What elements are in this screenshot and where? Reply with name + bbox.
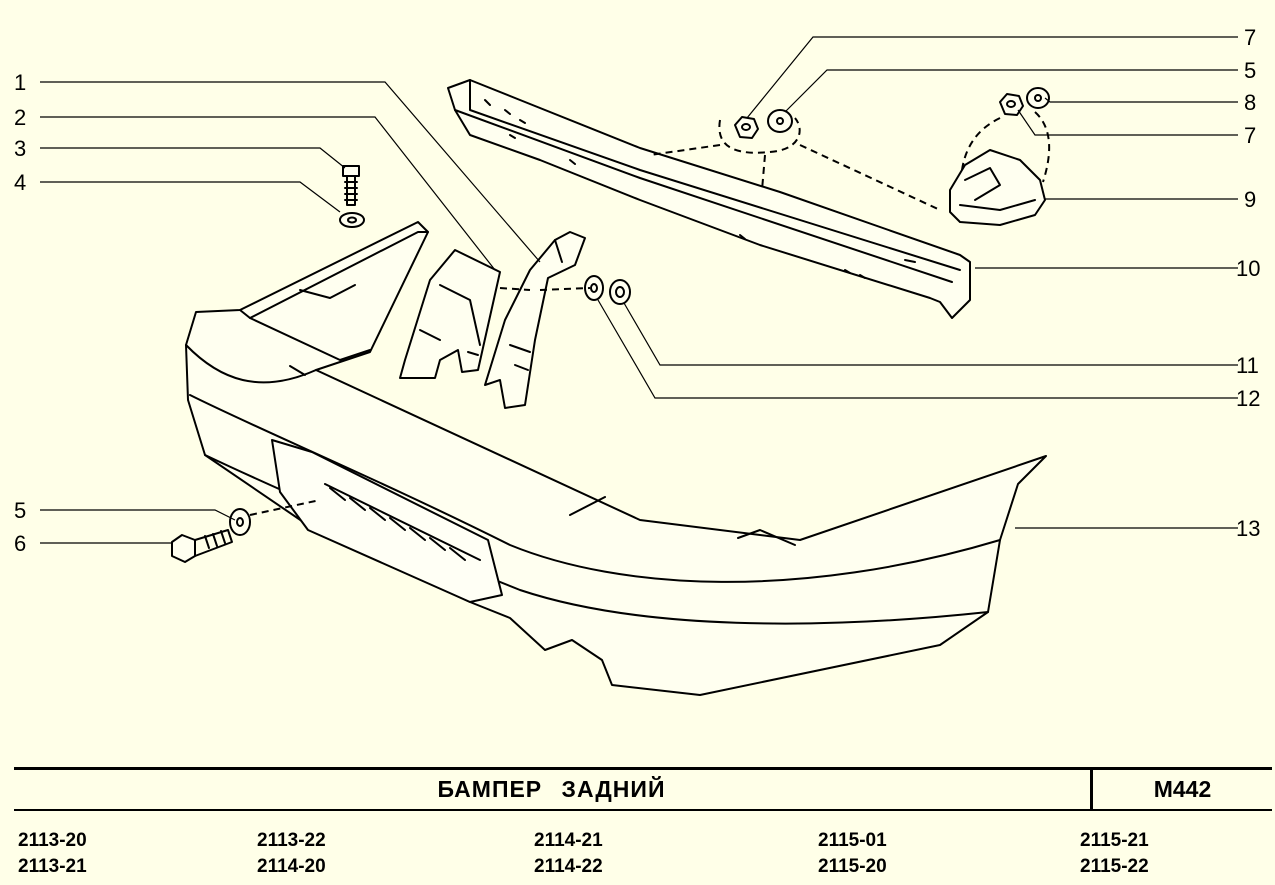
model-column: 2115-01 2115-20 [818, 828, 887, 880]
model-item: 2114-21 [534, 830, 603, 851]
callout-11: 11 [1236, 353, 1259, 378]
nut-7-right [999, 93, 1024, 116]
bracket-9 [949, 149, 1046, 226]
callout-2: 2 [14, 105, 26, 130]
washer-5-top [767, 109, 793, 133]
spacer-11 [609, 279, 631, 305]
callout-8: 8 [1244, 90, 1256, 115]
model-item: 2114-22 [534, 856, 603, 877]
model-item: 2115-21 [1080, 830, 1149, 851]
model-item: 2114-20 [257, 856, 326, 877]
washer-4 [339, 212, 365, 228]
model-column: 2113-22 2114-20 [257, 828, 326, 880]
model-column: 2114-21 2114-22 [534, 828, 603, 880]
bolt-6 [171, 529, 233, 563]
title-bar: БАМПЕР ЗАДНИЙ M442 [14, 767, 1272, 811]
callout-9: 9 [1244, 187, 1256, 212]
callout-7-top: 7 [1244, 25, 1256, 50]
callout-1: 1 [14, 70, 26, 95]
model-item: 2115-01 [818, 830, 887, 851]
title-divider [1090, 770, 1093, 809]
callout-7-right: 7 [1244, 123, 1256, 148]
callout-4: 4 [14, 170, 26, 195]
callout-labels: 1 2 3 4 5 6 7 5 8 7 9 10 11 12 13 [14, 25, 1260, 556]
callout-5-lower: 5 [14, 498, 26, 523]
screw-3 [342, 165, 360, 206]
callout-12: 12 [1236, 386, 1260, 411]
catalog-code: M442 [1153, 776, 1212, 802]
bumper-cover-13 [185, 221, 1047, 696]
callout-3: 3 [14, 136, 26, 161]
reinforcement-beam-10 [447, 79, 971, 319]
model-column: 2113-20 2113-21 [18, 828, 87, 880]
model-item: 2113-22 [257, 830, 326, 851]
bracket-2 [399, 249, 501, 379]
washer-8 [1026, 87, 1050, 109]
callout-6: 6 [14, 531, 26, 556]
callout-10: 10 [1236, 256, 1260, 281]
rear-bumper-diagram: 1 2 3 4 5 6 7 5 8 7 9 10 11 12 13 [14, 25, 1260, 696]
leader-lines [40, 36, 1238, 544]
callout-5-top: 5 [1244, 58, 1256, 83]
model-item: 2115-22 [1080, 856, 1149, 877]
assembly-arrows [249, 111, 1051, 516]
washer-12 [584, 275, 604, 301]
model-item: 2115-20 [818, 856, 887, 877]
model-item: 2113-20 [18, 830, 87, 851]
model-list: 2113-20 2113-21 2113-22 2114-20 2114-21 … [0, 828, 1275, 885]
nut-7-left [734, 116, 759, 139]
washer-5-lower [229, 508, 251, 536]
bracket-1 [484, 231, 586, 409]
callout-13: 13 [1236, 516, 1260, 541]
model-item: 2113-21 [18, 856, 87, 877]
page-title: БАМПЕР ЗАДНИЙ [437, 776, 666, 802]
model-column: 2115-21 2115-22 [1080, 828, 1149, 880]
